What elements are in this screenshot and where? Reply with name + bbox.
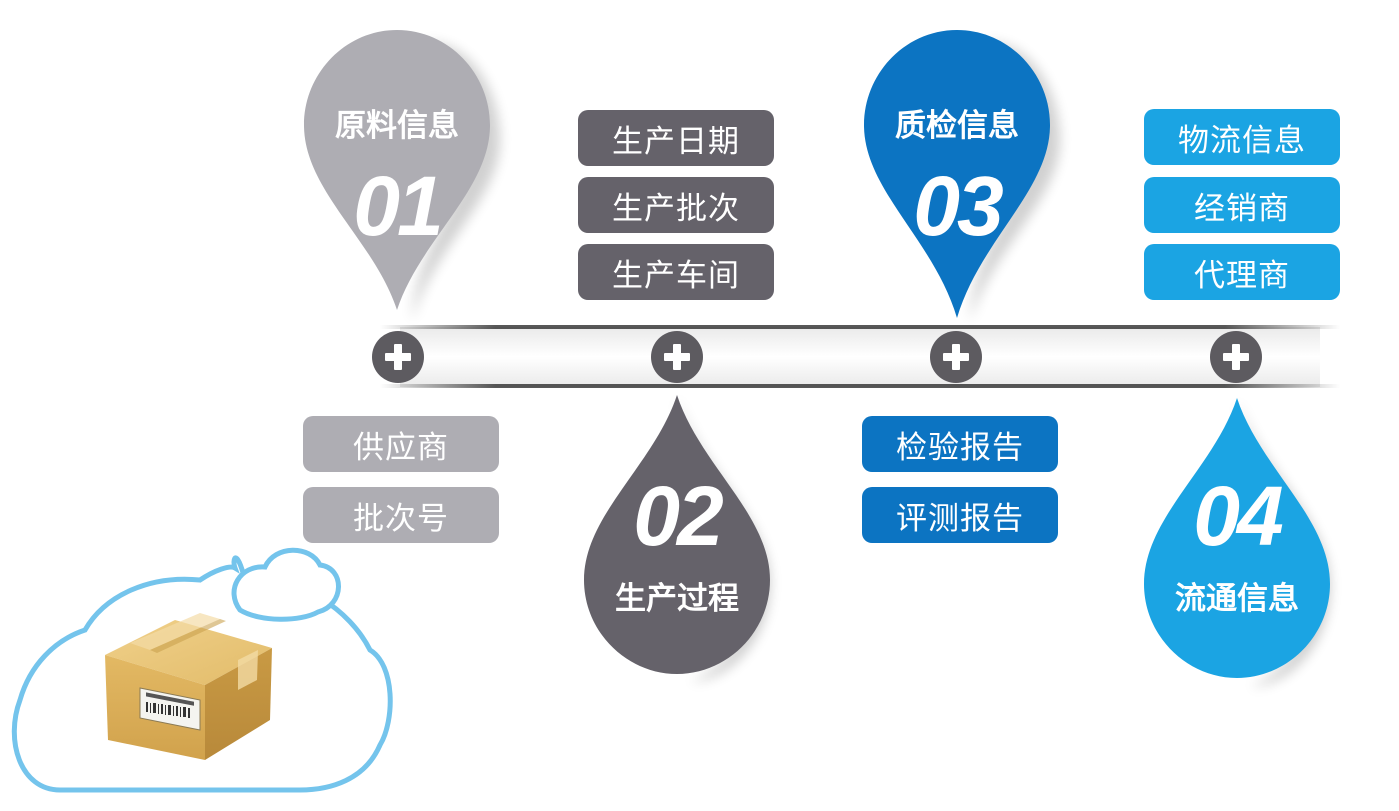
stage-item: 生产批次 xyxy=(578,177,774,233)
stage-title: 生产过程 xyxy=(615,581,739,617)
plus-icon[interactable] xyxy=(930,331,982,383)
stage-item: 检验报告 xyxy=(862,416,1058,472)
droplet-03 xyxy=(864,30,1060,323)
stage-number: 04 xyxy=(1193,469,1283,563)
stage-item: 供应商 xyxy=(303,416,499,472)
stage-number: 01 xyxy=(353,159,443,253)
stage-item: 物流信息 xyxy=(1144,109,1340,165)
stage-item: 代理商 xyxy=(1144,244,1340,300)
stage-number: 03 xyxy=(913,159,1003,253)
plus-icon[interactable] xyxy=(1210,331,1262,383)
stage-item: 评测报告 xyxy=(862,487,1058,543)
plus-icon[interactable] xyxy=(372,331,424,383)
cloud-icon xyxy=(11,547,393,793)
droplet-04 xyxy=(1144,398,1330,687)
stage-title: 质检信息 xyxy=(895,108,1019,144)
plus-icon[interactable] xyxy=(651,331,703,383)
stage-item: 生产日期 xyxy=(578,110,774,166)
droplet-02 xyxy=(584,395,770,682)
droplet-01 xyxy=(304,30,500,323)
stage-item: 生产车间 xyxy=(578,244,774,300)
stage-item: 经销商 xyxy=(1144,177,1340,233)
stage-title: 原料信息 xyxy=(335,108,459,144)
stage-title: 流通信息 xyxy=(1175,581,1299,617)
stage-number: 02 xyxy=(633,469,723,563)
timeline xyxy=(380,325,1340,388)
package-box-icon xyxy=(105,613,272,760)
stage-item: 批次号 xyxy=(303,487,499,543)
